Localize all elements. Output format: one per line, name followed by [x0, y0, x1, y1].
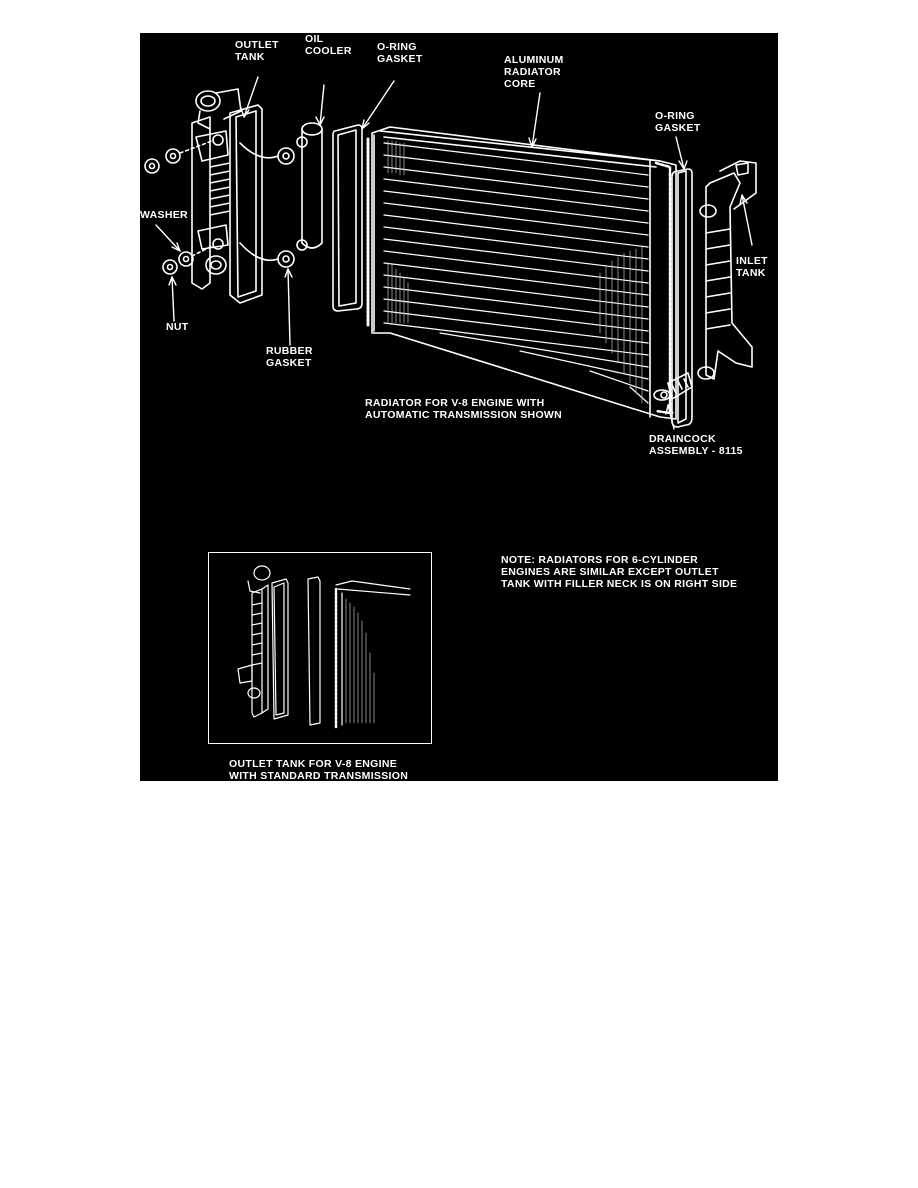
note-text: NOTE: RADIATORS FOR 6-CYLINDER ENGINES A…: [501, 554, 738, 590]
label-nut: NUT: [166, 321, 189, 333]
washer-nut-drawing: [144, 140, 213, 275]
inset-frame: [208, 552, 432, 744]
radiator-diagram: OUTLET TANK OIL COOLER O-RING GASKET ALU…: [140, 33, 778, 781]
label-o-ring-gasket-right: O-RING GASKET: [655, 110, 701, 134]
rubber-gasket-drawing: [239, 142, 295, 268]
inlet-tank-drawing: [697, 160, 757, 380]
main-caption: RADIATOR FOR V-8 ENGINE WITH AUTOMATIC T…: [365, 397, 563, 421]
inset-drawing: [237, 565, 411, 729]
draincock-drawing: [653, 372, 693, 401]
inset-caption: OUTLET TANK FOR V-8 ENGINE WITH STANDARD…: [229, 758, 409, 781]
radiator-illustration: [144, 76, 757, 729]
o-ring-gasket-right-drawing: [671, 168, 693, 428]
label-oil-cooler: OIL COOLER: [305, 33, 352, 57]
label-outlet-tank: OUTLET TANK: [235, 39, 279, 63]
label-o-ring-gasket-left: O-RING GASKET: [377, 41, 423, 65]
label-inlet-tank: INLET TANK: [736, 255, 768, 279]
outlet-tank-drawing: [191, 88, 263, 304]
label-rubber-gasket: RUBBER GASKET: [266, 345, 313, 369]
o-ring-gasket-left-drawing: [332, 124, 363, 312]
label-draincock-assembly: DRAINCOCK ASSEMBLY - 8115: [649, 433, 743, 457]
label-aluminum-radiator-core: ALUMINUM RADIATOR CORE: [504, 54, 564, 90]
label-washer: WASHER: [140, 209, 188, 221]
leader-lines: [155, 76, 753, 430]
oil-cooler-drawing: [296, 122, 323, 251]
radiator-core-drawing: [366, 126, 677, 420]
